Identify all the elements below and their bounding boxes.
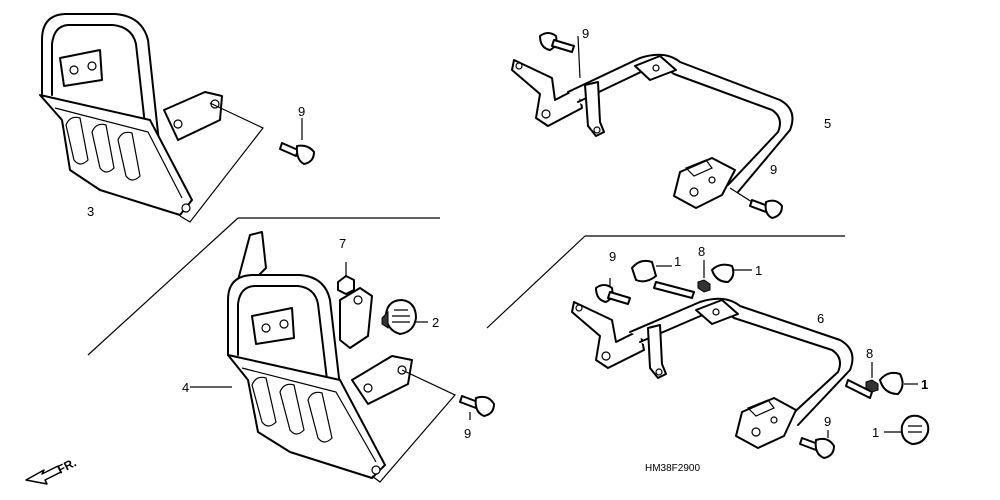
diagram-code: HM38F2900 (645, 463, 700, 474)
callout-1: 1 (921, 377, 928, 392)
bolt-top-center (539, 32, 581, 79)
bolt-mid-right (595, 278, 631, 305)
rear-bar-part-5 (511, 53, 794, 209)
section-dividers (87, 217, 845, 356)
callout-9: 9 (824, 414, 831, 429)
front-guard-part-3 (39, 13, 264, 223)
nut-part-8b (865, 362, 879, 393)
callout-3: 3 (87, 204, 94, 219)
pin-stud (653, 281, 695, 299)
front-guard-part-4 (190, 231, 456, 483)
grommet-part-1a (631, 259, 672, 283)
bolt-bottom-left (459, 395, 495, 420)
grommet-part-2 (381, 299, 428, 335)
callout-8: 8 (698, 244, 705, 259)
bolt-rear-right (729, 187, 783, 219)
grommet-part-1c (879, 371, 918, 395)
grommet-part-1d (884, 414, 930, 445)
nut-part-8a (697, 260, 711, 293)
callout-4: 4 (182, 380, 189, 395)
bolt-top-left (279, 118, 315, 165)
callout-1: 1 (674, 254, 681, 269)
callout-5: 5 (824, 116, 831, 131)
callout-1: 1 (755, 263, 762, 278)
callout-labels: 3 9 9 5 9 7 2 4 9 9 1 8 1 6 8 1 1 9 (87, 26, 928, 441)
nut-part-7 (337, 262, 355, 295)
callout-9: 9 (298, 104, 305, 119)
front-direction-arrow: FR. (25, 455, 79, 485)
bolt-bottom-right (799, 430, 835, 459)
callout-6: 6 (817, 311, 824, 326)
callout-9: 9 (582, 26, 589, 41)
callout-9: 9 (464, 426, 471, 441)
callout-1: 1 (872, 425, 879, 440)
arrow-icon (25, 465, 62, 485)
callout-2: 2 (432, 315, 439, 330)
callout-7: 7 (339, 236, 346, 251)
callout-9: 9 (609, 249, 616, 264)
callout-9: 9 (770, 162, 777, 177)
grommet-part-1b (711, 263, 752, 283)
rear-bar-part-6 (571, 297, 873, 449)
callout-8: 8 (866, 346, 873, 361)
